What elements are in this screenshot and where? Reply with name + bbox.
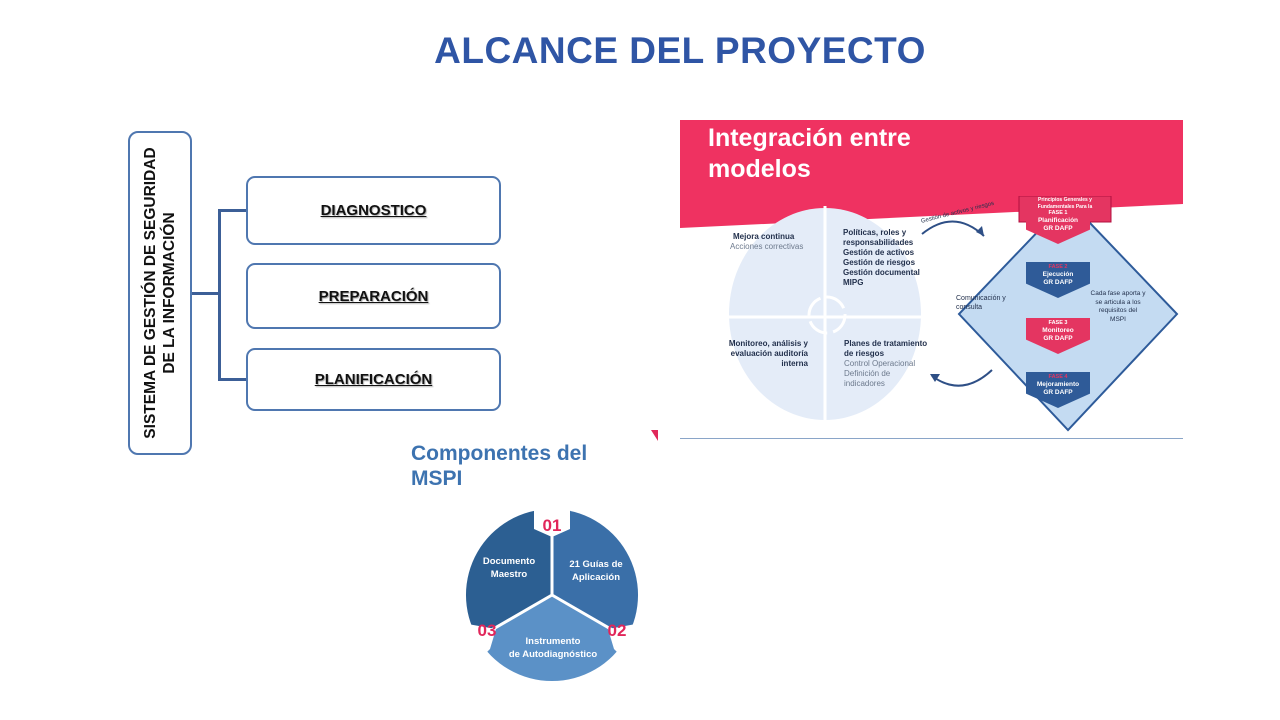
branch-node-diagnostico: DIAGNOSTICO (246, 176, 501, 245)
phase-tag: FASE 1 (1048, 210, 1068, 216)
phase-org: GR DAFP (1043, 225, 1073, 232)
phase-org: GR DAFP (1043, 335, 1073, 342)
label-guias-1: 21 Guías de (569, 559, 622, 570)
diamond-side-left: Comunicación y consulta (956, 294, 1006, 312)
badge-01-bg (534, 499, 570, 537)
side-right-line: requisitos del (1098, 307, 1138, 314)
label-documento-2: Maestro (491, 569, 528, 580)
phase-tag: FASE 2 (1048, 264, 1068, 270)
branch-node-preparacion: PREPARACIÓN (246, 263, 501, 329)
phase-org: GR DAFP (1043, 389, 1073, 396)
diamond-side-right: Cada fase aporta y se articula a los req… (1082, 290, 1154, 324)
side-right-line: Cada fase aporta y (1090, 290, 1146, 297)
arrows-layer (921, 220, 993, 387)
red-accent-triangle (651, 430, 658, 441)
badge-03-number: 03 (478, 621, 497, 640)
quadrant-tr-item: Gestión de activos (843, 248, 915, 257)
mspi-title-line1: Componentes del (411, 442, 588, 465)
quadrant-bl-item: evaluación auditoría (730, 349, 808, 358)
connector-trunk (218, 209, 221, 381)
quadrant-bl-item: Monitoreo, análisis y (728, 339, 808, 348)
diamond-header-line: Fundamentales Para la (1037, 204, 1093, 210)
connector-branch-1 (218, 209, 248, 212)
phase-tag: FASE 3 (1048, 320, 1068, 326)
pdca-oval (727, 206, 922, 422)
quadrant-br-bold: Planes de tratamiento (844, 339, 928, 348)
badge-02-number: 02 (608, 621, 627, 640)
quadrant-br-bold: de riesgos (844, 349, 885, 358)
label-instrumento-1: Instrumento (526, 636, 581, 647)
integration-title: Integración entre modelos (708, 123, 911, 185)
quadrant-bl-list: Monitoreo, análisis y evaluación auditor… (728, 339, 808, 369)
label-guias-2: Aplicación (572, 572, 620, 583)
slide-title: ALCANCE DEL PROYECTO (434, 30, 926, 71)
phase-name: Monitoreo (1042, 327, 1074, 334)
arrow-bottom-icon (931, 369, 993, 387)
branch-label: PLANIFICACIÓN (314, 371, 433, 388)
quadrant-tr-item: responsabilidades (843, 238, 914, 247)
quadrant-tr-item: Gestión de riesgos (843, 258, 916, 267)
phase-tag: FASE 4 (1048, 374, 1068, 380)
branch-label: DIAGNOSTICO (320, 202, 427, 219)
side-left-line: consulta (956, 304, 983, 311)
mspi-title-line2: MSPI (411, 467, 463, 490)
badge-02-bg (608, 623, 650, 661)
mspi-components-wheel: 01 02 03 21 Guías de Aplicación Document… (455, 499, 650, 682)
phase-name: Mejoramiento (1036, 381, 1080, 388)
badge-03-bg (455, 623, 496, 661)
quadrant-br-sub: indicadores (844, 379, 885, 388)
quadrant-tr-list: Políticas, roles y responsabilidades Ges… (843, 228, 920, 288)
phase-org: GR DAFP (1043, 279, 1073, 286)
root-node-label: SISTEMA DE GESTIÓN DE SEGURIDAD DE LA IN… (142, 147, 178, 439)
side-left-line: Comunicación y (956, 295, 1006, 302)
label-documento-1: Documento (483, 556, 535, 567)
integration-title-line2: modelos (708, 155, 811, 183)
cycle-icon (807, 295, 847, 335)
branch-node-planificacion: PLANIFICACIÓN (246, 348, 501, 411)
branch-label: PREPARACIÓN (318, 287, 429, 305)
phase-name: Ejecución (1042, 271, 1074, 278)
label-instrumento-2: de Autodiagnóstico (509, 649, 598, 660)
quadrant-bl-item: interna (781, 359, 808, 368)
quadrant-tr-item: MIPG (843, 278, 864, 287)
badge-01-number: 01 (543, 516, 562, 535)
integration-title-line1: Integración entre (708, 124, 911, 152)
quadrant-br-list: Planes de tratamiento de riesgos Control… (844, 339, 927, 389)
quadrant-br-sub: Control Operacional (844, 359, 916, 368)
side-right-line: MSPI (1110, 315, 1126, 323)
connector-stem (192, 292, 220, 295)
phase-name: Planificación (1037, 217, 1079, 224)
side-right-line: se articula a los (1095, 298, 1141, 306)
mspi-title: Componentes del MSPI (411, 441, 587, 491)
quadrant-tl-title: Mejora continua (733, 232, 795, 241)
quadrant-tl-sub: Acciones correctivas (730, 242, 804, 251)
root-node-box: SISTEMA DE GESTIÓN DE SEGURIDAD DE LA IN… (128, 131, 192, 455)
integration-models-panel: Integración entre modelos Mejora continu… (680, 120, 1183, 439)
quadrant-tr-item: Políticas, roles y (843, 228, 907, 237)
connector-branch-3 (218, 378, 248, 381)
quadrant-tr-item: Gestión documental (843, 268, 920, 277)
quadrant-br-sub: Definición de (844, 369, 891, 378)
diamond-header-line: Principios Generales y (1038, 197, 1092, 203)
